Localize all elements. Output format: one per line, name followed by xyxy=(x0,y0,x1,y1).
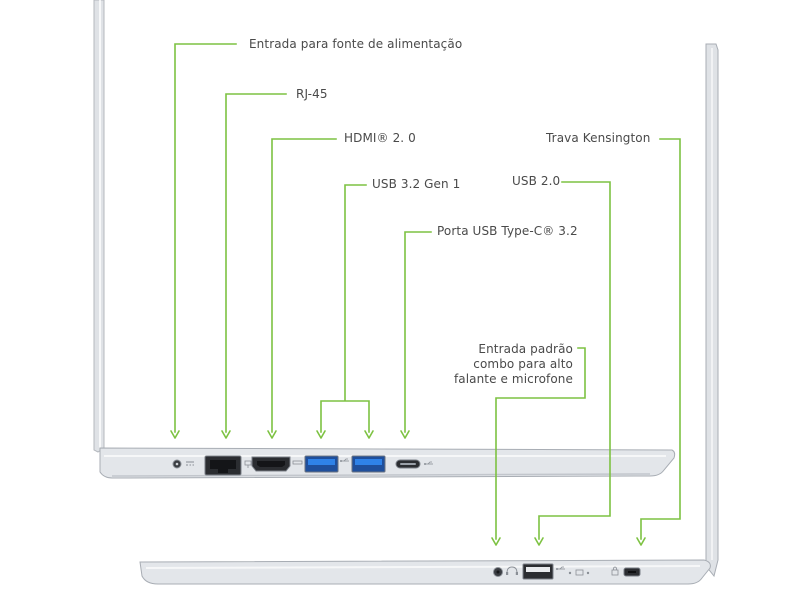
usb32-port-2-tongue xyxy=(355,459,382,465)
arrowhead xyxy=(534,537,544,546)
leader-kensington xyxy=(640,138,681,540)
left-laptop xyxy=(93,0,676,479)
rj45-port-clip xyxy=(218,469,228,473)
usb-icon xyxy=(556,566,565,570)
label-usb32: USB 3.2 Gen 1 xyxy=(372,177,461,191)
right-base-highlight xyxy=(145,565,701,569)
dc-power-icon xyxy=(186,461,194,466)
usb-icon xyxy=(424,461,433,465)
usb20-port-tongue xyxy=(526,567,550,572)
status-leds xyxy=(568,569,590,576)
usb32-port-1-tongue xyxy=(308,459,335,465)
leader-hdmi xyxy=(271,138,337,433)
right-laptop xyxy=(139,43,719,585)
leader-usb20 xyxy=(538,181,611,540)
arrowhead xyxy=(170,430,180,439)
label-rj45: RJ-45 xyxy=(296,87,328,101)
arrowhead xyxy=(636,537,646,546)
audio-combo-port-hole xyxy=(496,570,500,574)
leader-rj45 xyxy=(225,93,287,433)
label-power: Entrada para fonte de alimentação xyxy=(249,37,463,51)
rj45-port-inner xyxy=(210,460,236,469)
hdmi-icon xyxy=(292,460,303,465)
label-kensington: Trava Kensington xyxy=(546,131,651,145)
leader-audio xyxy=(495,347,586,540)
label-hdmi: HDMI® 2. 0 xyxy=(344,131,416,145)
label-usbc: Porta USB Type-C® 3.2 xyxy=(437,224,578,238)
leader-usb32 xyxy=(320,184,370,433)
dc-power-port-pin xyxy=(175,462,179,466)
leader-usbc xyxy=(404,231,432,433)
arrowhead xyxy=(267,430,277,439)
ethernet-icon xyxy=(244,460,252,468)
leader-power xyxy=(174,43,237,433)
left-base-shadow xyxy=(111,473,651,477)
headset-icon xyxy=(506,566,518,575)
label-audio: Entrada padrão combo para alto falante e… xyxy=(453,342,573,386)
leader-arrowheads xyxy=(170,430,646,546)
hdmi-port-inner xyxy=(257,461,285,467)
arrowhead xyxy=(221,430,231,439)
left-lid xyxy=(93,0,105,453)
label-usb20: USB 2.0 xyxy=(512,174,561,188)
kensington-slot-hole xyxy=(628,571,636,573)
usb-icon xyxy=(340,458,349,462)
leader-lines xyxy=(174,43,681,540)
arrowhead xyxy=(491,537,501,546)
arrowhead xyxy=(364,430,374,439)
lock-icon xyxy=(611,566,619,576)
arrowhead xyxy=(316,430,326,439)
arrowhead xyxy=(400,430,410,439)
usbc-port-tongue xyxy=(400,463,416,465)
